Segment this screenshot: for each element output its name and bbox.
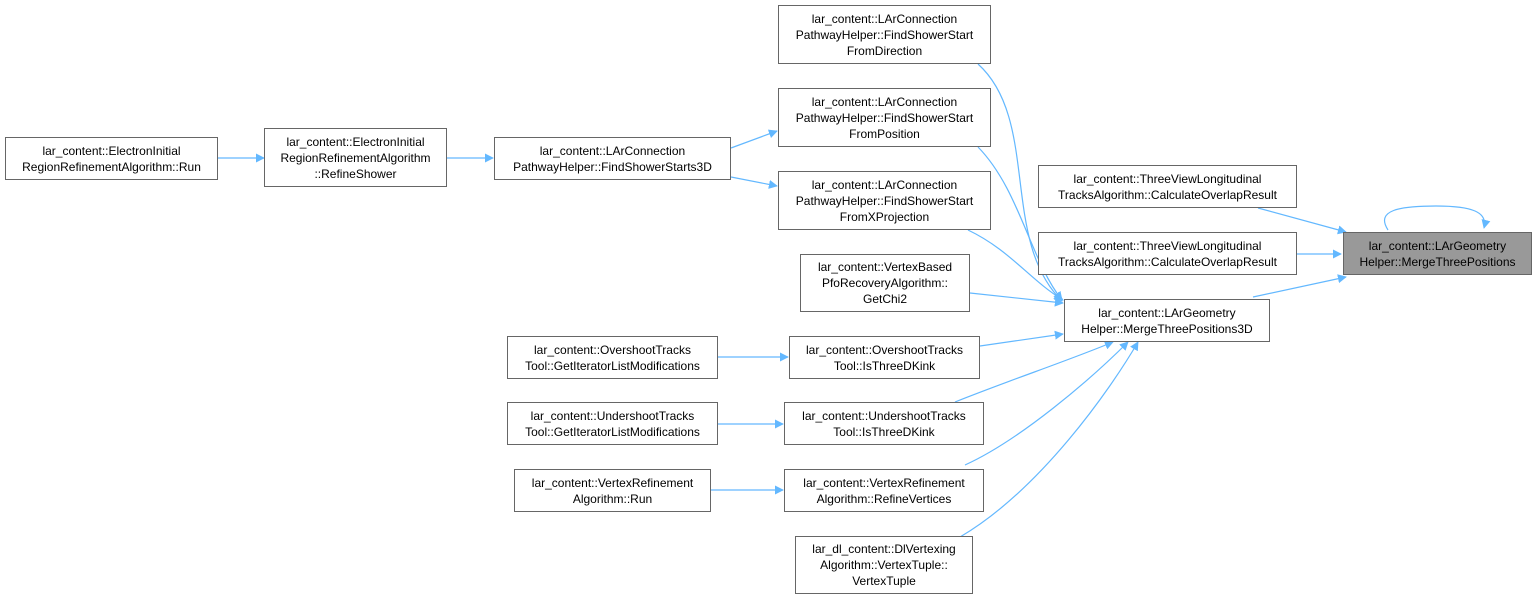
node-mergethreepositions-root: lar_content::LArGeometry Helper::MergeTh… xyxy=(1343,232,1532,275)
node-overshoot-isthreedkink-label: lar_content::OvershootTracks Tool::IsThr… xyxy=(806,342,963,373)
node-electroninitial-refineshower-label: lar_content::ElectronInitial RegionRefin… xyxy=(280,134,431,181)
node-dlvertexing-vertextuple[interactable]: lar_dl_content::DlVertexing Algorithm::V… xyxy=(795,536,973,594)
node-findshowerstart-fromdirection-label: lar_content::LArConnection PathwayHelper… xyxy=(795,11,974,58)
node-mergethreepositions-root-label: lar_content::LArGeometry Helper::MergeTh… xyxy=(1359,238,1516,269)
node-findshowerstarts3d-label: lar_content::LArConnection PathwayHelper… xyxy=(513,143,712,174)
node-vertexrefinement-run-label: lar_content::VertexRefinement Algorithm:… xyxy=(531,475,694,506)
node-dlvertexing-vertextuple-label: lar_dl_content::DlVertexing Algorithm::V… xyxy=(812,542,956,588)
edge-vertextuple-to-mergethreepositions3d xyxy=(959,341,1139,538)
node-overshoot-isthreedkink[interactable]: lar_content::OvershootTracks Tool::IsThr… xyxy=(789,336,980,379)
node-threeview-calculateoverlapresult-2[interactable]: lar_content::ThreeViewLongitudinal Track… xyxy=(1038,232,1297,275)
node-findshowerstart-fromposition-label: lar_content::LArConnection PathwayHelper… xyxy=(795,94,974,141)
node-undershoot-isthreedkink[interactable]: lar_content::UndershootTracks Tool::IsTh… xyxy=(784,402,984,445)
node-threeview-calculateoverlapresult-1[interactable]: lar_content::ThreeViewLongitudinal Track… xyxy=(1038,165,1297,208)
node-electroninitial-refineshower[interactable]: lar_content::ElectronInitial RegionRefin… xyxy=(264,128,447,187)
node-findshowerstarts3d[interactable]: lar_content::LArConnection PathwayHelper… xyxy=(494,137,731,180)
node-vertexbased-getchi2-label: lar_content::VertexBased PfoRecoveryAlgo… xyxy=(817,260,953,306)
edge-findshowerstarts3d-to-fromxprojection xyxy=(730,176,778,189)
node-findshowerstart-fromposition[interactable]: lar_content::LArConnection PathwayHelper… xyxy=(778,88,991,147)
edge-mergethreepositions3d-to-mergethreepositions xyxy=(1252,274,1347,298)
node-findshowerstart-fromxprojection[interactable]: lar_content::LArConnection PathwayHelper… xyxy=(778,171,991,230)
edge-findshowerstarts3d-to-fromposition xyxy=(730,129,778,149)
node-threeview-calculateoverlapresult-1-label: lar_content::ThreeViewLongitudinal Track… xyxy=(1058,171,1277,202)
edge-overshoot-isthreedkink-to-mergethreepositions3d xyxy=(979,330,1064,347)
node-findshowerstart-fromdirection[interactable]: lar_content::LArConnection PathwayHelper… xyxy=(778,5,991,64)
node-undershoot-getiteratorlistmodifications-label: lar_content::UndershootTracks Tool::GetI… xyxy=(525,408,700,439)
node-mergethreepositions3d[interactable]: lar_content::LArGeometry Helper::MergeTh… xyxy=(1064,299,1270,342)
node-overshoot-getiteratorlistmodifications-label: lar_content::OvershootTracks Tool::GetIt… xyxy=(525,342,700,373)
edge-undershoot-isthreedkink-to-mergethreepositions3d xyxy=(954,340,1114,403)
node-undershoot-isthreedkink-label: lar_content::UndershootTracks Tool::IsTh… xyxy=(802,408,966,439)
node-electroninitial-run[interactable]: lar_content::ElectronInitial RegionRefin… xyxy=(5,137,218,180)
edge-fromposition-to-mergethreepositions3d xyxy=(977,146,1063,301)
node-vertexbased-getchi2[interactable]: lar_content::VertexBased PfoRecoveryAlgo… xyxy=(800,254,970,312)
edge-mergethreepositions-self-loop xyxy=(1383,205,1491,231)
node-vertexrefinement-refinevertices[interactable]: lar_content::VertexRefinement Algorithm:… xyxy=(784,469,984,512)
node-findshowerstart-fromxprojection-label: lar_content::LArConnection PathwayHelper… xyxy=(795,177,974,224)
edge-overlapresult-a-to-mergethreepositions xyxy=(1257,207,1347,235)
node-threeview-calculateoverlapresult-2-label: lar_content::ThreeViewLongitudinal Track… xyxy=(1058,238,1277,269)
node-undershoot-getiteratorlistmodifications[interactable]: lar_content::UndershootTracks Tool::GetI… xyxy=(507,402,718,445)
node-mergethreepositions3d-label: lar_content::LArGeometry Helper::MergeTh… xyxy=(1081,305,1253,336)
node-vertexrefinement-refinevertices-label: lar_content::VertexRefinement Algorithm:… xyxy=(803,475,965,506)
edge-refinevertices-to-mergethreepositions3d xyxy=(964,341,1129,466)
node-electroninitial-run-label: lar_content::ElectronInitial RegionRefin… xyxy=(22,143,201,174)
edge-fromxprojection-to-mergethreepositions3d xyxy=(967,229,1064,301)
edge-getchi2-to-mergethreepositions3d xyxy=(969,292,1064,307)
node-overshoot-getiteratorlistmodifications[interactable]: lar_content::OvershootTracks Tool::GetIt… xyxy=(507,336,718,379)
node-vertexrefinement-run[interactable]: lar_content::VertexRefinement Algorithm:… xyxy=(514,469,711,512)
